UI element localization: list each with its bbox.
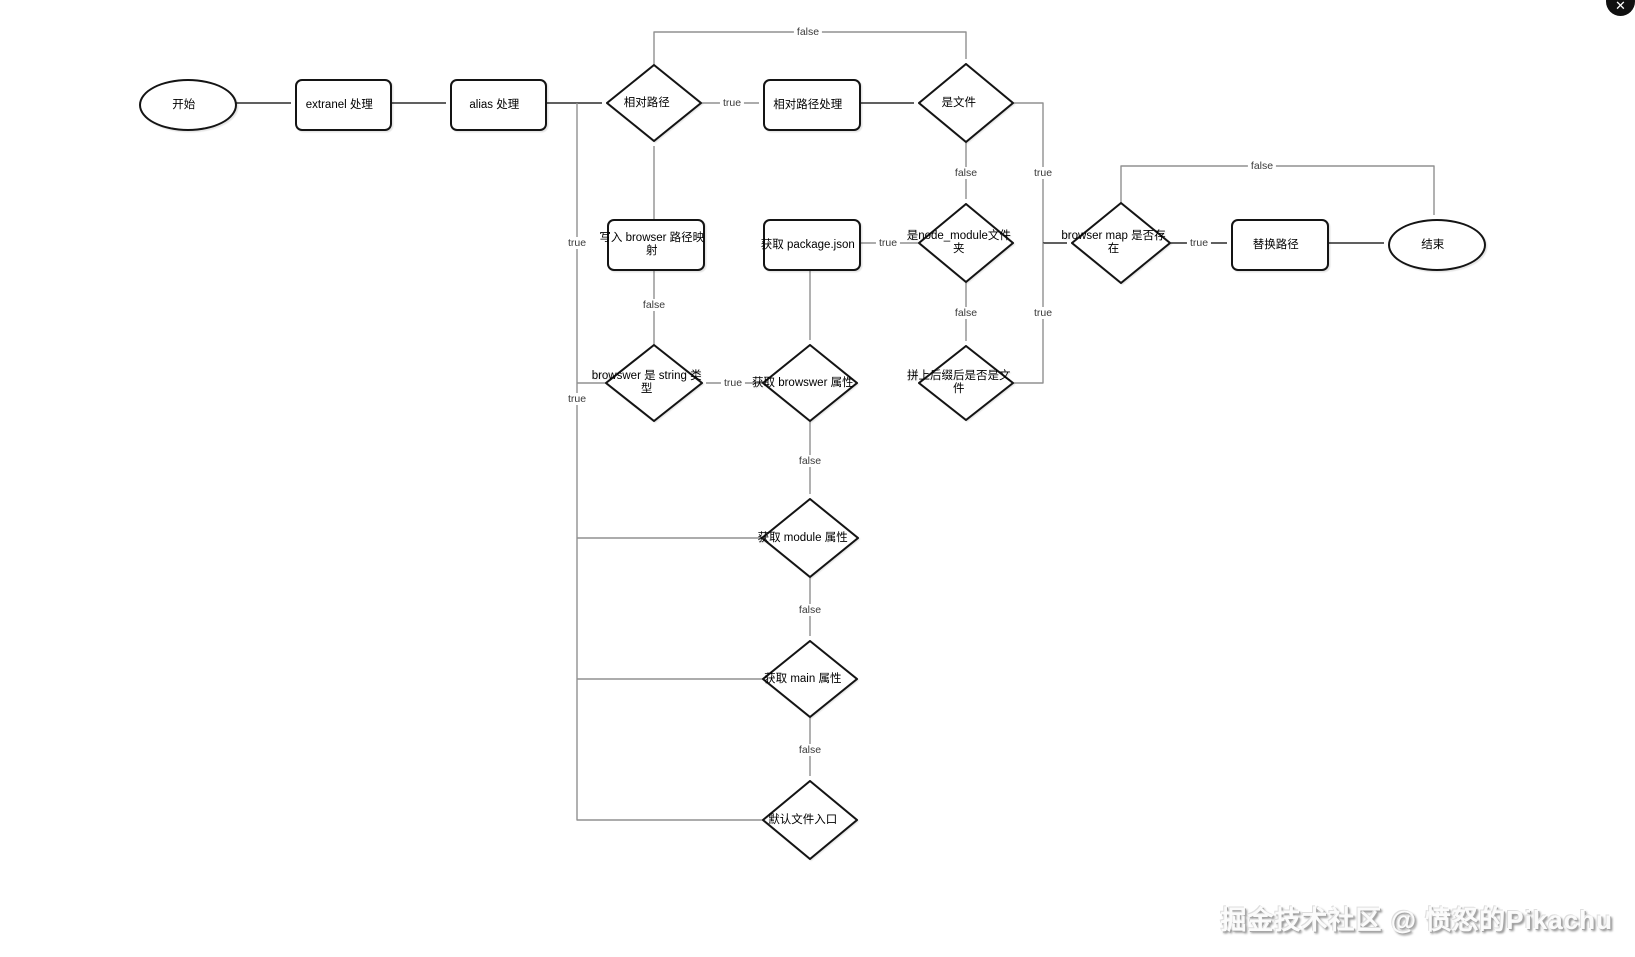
node-replace-path: 替换路径 <box>1231 219 1329 271</box>
edge-label-trunk-true-lower: true <box>564 393 590 405</box>
node-label: 获取 package.json <box>760 238 855 251</box>
node-start: 开始 <box>139 79 237 131</box>
node-get-module: 获取 module 属性 <box>758 498 859 578</box>
node-label: 拼上后缀后是否是文 件 <box>907 370 1011 395</box>
edge-suffix-true-up <box>1014 243 1044 384</box>
node-get-package-json: 获取 package.json <box>761 219 861 271</box>
node-is-node-module: 是node_module文件 夹 <box>907 203 1014 283</box>
node-is-file: 是文件 <box>918 63 1014 143</box>
node-label: 相对路径 <box>623 96 670 109</box>
edge-isfile-true-down <box>1014 102 1044 243</box>
edge-label-isstring-false: false <box>639 299 669 311</box>
node-label: alias 处理 <box>469 98 520 111</box>
edge-label-nodemodule-false: false <box>951 307 981 319</box>
node-extranel: extranel 处理 <box>295 79 392 131</box>
node-get-main: 获取 main 属性 <box>762 640 858 718</box>
node-label: browser map 是否存 在 <box>1061 230 1166 255</box>
edge-label-browsermap-true: true <box>1186 237 1212 249</box>
node-label: 相对路径处理 <box>773 98 843 111</box>
node-relative-path: 相对路径 <box>606 64 702 142</box>
node-label: 是文件 <box>941 96 977 109</box>
edge-browsermap-false-end <box>1120 165 1435 215</box>
edge-label-relative-false: false <box>793 26 823 38</box>
node-label: 写入 browser 路径映 射 <box>599 232 705 257</box>
node-default-entry: 默认文件入口 <box>762 780 858 860</box>
edge-label-getbrowswer-true: true <box>720 377 746 389</box>
edge-label-getmodule-false: false <box>795 604 825 616</box>
edge-label-nodemodule-true: true <box>875 237 901 249</box>
node-end: 结束 <box>1388 219 1486 271</box>
node-alias: alias 处理 <box>450 79 547 131</box>
close-glyph: ✕ <box>1615 0 1626 13</box>
edge-label-getbrowswer-false: false <box>795 455 825 467</box>
node-label: 获取 module 属性 <box>757 531 848 544</box>
node-get-browswer: 获取 browswer 属性 <box>752 344 858 422</box>
edge-label-trunk-true-upper: true <box>564 237 590 249</box>
edge-trunk <box>576 103 762 821</box>
close-icon[interactable]: ✕ <box>1606 0 1635 16</box>
node-label: 默认文件入口 <box>768 813 838 826</box>
edge-label-isfile-true: true <box>1030 167 1056 179</box>
edge-label-browsermap-false: false <box>1247 160 1277 172</box>
node-label: extranel 处理 <box>305 98 373 111</box>
node-suffix-is-file: 拼上后缀后是否是文 件 <box>907 345 1014 421</box>
juejin-watermark: 掘金技术社区 @ 愤怒的Pikachu <box>1220 905 1613 935</box>
node-relative-path-handle: 相对路径处理 <box>763 79 861 131</box>
node-label: 获取 main 属性 <box>764 672 842 685</box>
node-label: 开始 <box>172 98 196 111</box>
edge-label-getmain-false: false <box>795 744 825 756</box>
node-write-browser-map: 写入 browser 路径映 射 <box>599 219 705 271</box>
node-label: browswer 是 string 类 型 <box>591 370 702 395</box>
node-browswer-is-string: browswer 是 string 类 型 <box>592 344 703 422</box>
node-browser-map-exists: browser map 是否存 在 <box>1061 202 1171 284</box>
edge-label-suffix-true: true <box>1030 307 1056 319</box>
edge-label-isfile-false: false <box>951 167 981 179</box>
node-label: 获取 browswer 属性 <box>752 376 854 389</box>
node-label: 替换路径 <box>1252 238 1299 251</box>
node-label: 是node_module文件 夹 <box>906 230 1011 255</box>
node-label: 结束 <box>1421 238 1445 251</box>
edge-label-relative-true: true <box>719 97 745 109</box>
